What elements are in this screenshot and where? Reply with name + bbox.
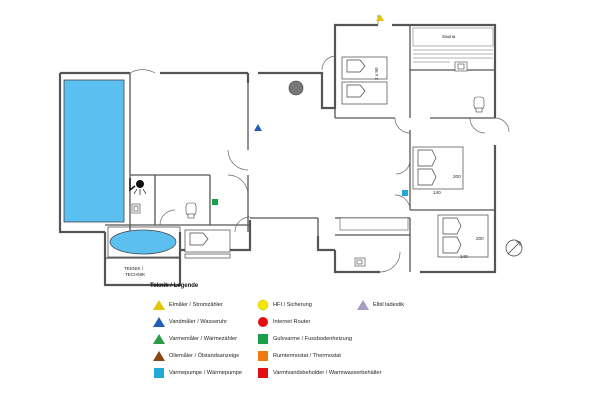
triangle-icon — [153, 351, 165, 361]
legend-item-label: Oliemåler / Ölstandsanzeige — [169, 353, 240, 359]
stove-icon — [288, 80, 304, 96]
water-meter-marker — [254, 124, 262, 131]
svg-text:200: 200 — [476, 236, 484, 241]
legend-item: Rumtermostat / Thermostat — [256, 350, 341, 362]
door-swings — [129, 15, 510, 273]
sauna-label: Sauna — [442, 34, 456, 39]
bathroom-fixtures — [131, 61, 485, 267]
circle-icon — [257, 299, 269, 311]
legend-item: Oliemåler / Ölstandsanzeige — [152, 350, 239, 362]
legend: Teknik / Legende Elmåler / Stromzähler V… — [150, 283, 590, 398]
heat-pump-marker — [402, 190, 408, 196]
legend-item: Varmtvandsbeholder / Warmwasserbehälter — [256, 367, 382, 379]
kitchen-counter — [339, 217, 409, 231]
legend-item-label: Gulvvarme / Fussbodenheizung — [273, 336, 352, 342]
bed-dimension-labels: 2 x 90 140 200 140 200 — [374, 67, 484, 259]
legend-item: Vandmåler / Wasseruhr — [152, 316, 227, 328]
shower-icon — [129, 178, 147, 195]
legend-title: Teknik / Legende — [150, 283, 199, 289]
legend-item: Elmåler / Stromzähler — [152, 299, 223, 311]
triangle-icon — [357, 300, 369, 310]
legend-item-label: Varmtvandsbeholder / Warmwasserbehälter — [273, 370, 382, 376]
square-icon — [258, 368, 268, 378]
legend-item-label: Rumtermostat / Thermostat — [273, 353, 341, 359]
circle-icon — [258, 317, 268, 327]
square-icon — [258, 351, 268, 361]
legend-item: Varmepumpe / Wärmepumpe — [152, 367, 242, 379]
triangle-icon — [153, 317, 165, 327]
technik-label-2: TECHNIK — [125, 272, 146, 277]
triangle-icon — [153, 334, 165, 344]
sauna-benches — [412, 27, 494, 63]
square-icon — [154, 368, 164, 378]
north-arrow-icon — [505, 239, 523, 257]
legend-item-label: Elbil ladestik — [373, 302, 405, 308]
legend-item-label: Internet Router — [273, 319, 311, 325]
floor-heating-marker — [212, 199, 218, 205]
legend-item: HFI / Sicherung — [256, 299, 312, 311]
legend-item: Elbil ladestik — [356, 299, 404, 311]
legend-item-label: Varmepumpe / Wärmepumpe — [169, 370, 242, 376]
triangle-icon — [153, 300, 165, 310]
beds — [184, 56, 489, 259]
spa-tub — [109, 229, 177, 255]
svg-text:200: 200 — [453, 174, 461, 179]
electricity-meter-marker — [376, 14, 384, 21]
svg-text:140: 140 — [433, 190, 441, 195]
legend-item: Gulvvarme / Fussbodenheizung — [256, 333, 352, 345]
legend-item: Varmemåler / Wärmezähler — [152, 333, 237, 345]
tub-frame — [107, 226, 181, 258]
pool — [63, 79, 125, 223]
svg-text:2 x 90: 2 x 90 — [374, 67, 379, 80]
legend-item-label: Elmåler / Stromzähler — [169, 302, 223, 308]
legend-item: Internet Router — [256, 316, 310, 328]
square-icon — [258, 334, 268, 344]
legend-item-label: Vandmåler / Wasseruhr — [169, 319, 228, 325]
legend-item-label: Varmemåler / Wärmezähler — [169, 336, 237, 342]
technik-label: TEKNIK / — [124, 266, 144, 271]
legend-item-label: HFI / Sicherung — [273, 302, 312, 308]
svg-text:140: 140 — [460, 254, 468, 259]
